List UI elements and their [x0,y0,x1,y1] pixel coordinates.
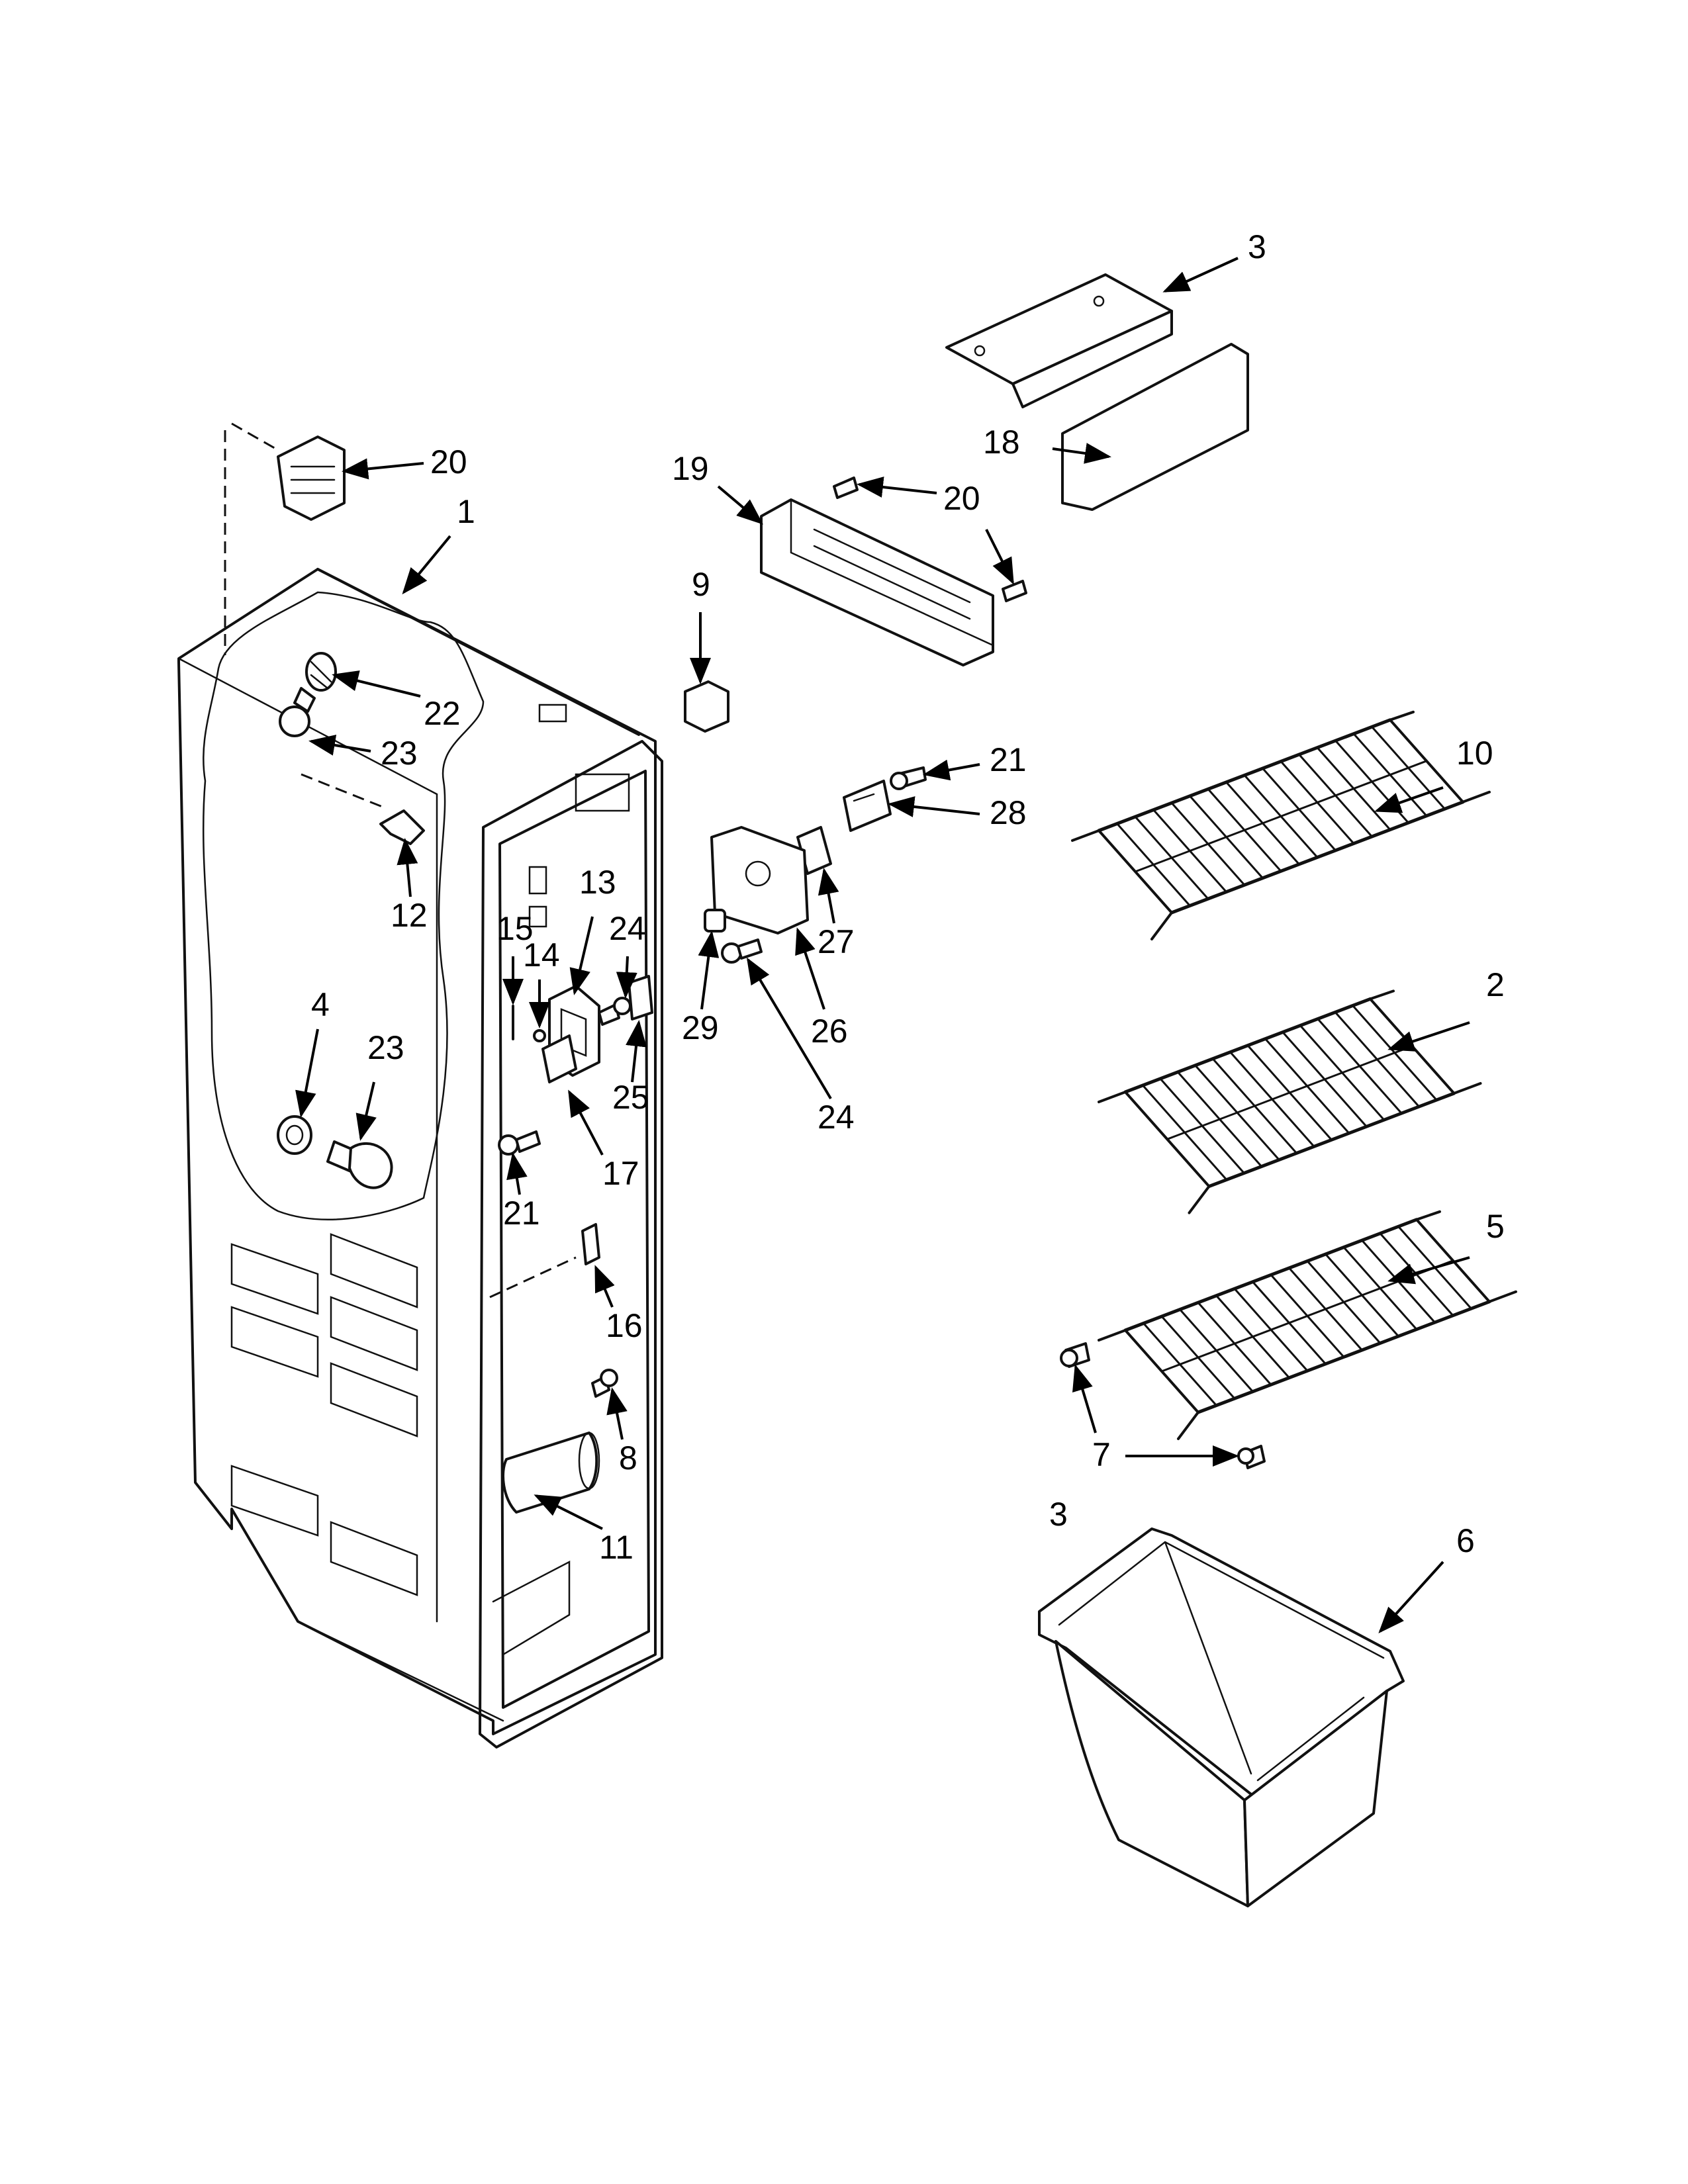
callout-13: 13 [579,864,616,901]
wire-shelf-part-10 [1071,710,1491,940]
callout-1: 1 [457,493,475,530]
light-socket-part-22 [305,652,337,692]
callout-24-left: 24 [609,910,646,947]
screw-part-21-right [890,766,927,790]
screw-part-20-lower [1002,580,1027,602]
hinge-part-3 [945,273,1173,408]
callout-23-upper: 23 [381,735,418,772]
callout-19: 19 [672,450,709,487]
bulb-part-23-upper [279,687,316,737]
wire-shelf-part-2 [1098,989,1482,1214]
board-part-17 [541,1034,577,1083]
cover-part-18 [1061,343,1249,511]
callout-3-bin: 3 [1049,1496,1068,1533]
bracket-part-12 [379,809,425,845]
callout-25: 25 [612,1079,649,1116]
callout-7: 7 [1092,1436,1111,1473]
dashed-guide-16 [489,1256,577,1298]
callout-26: 26 [811,1013,848,1050]
callout-8: 8 [619,1439,637,1477]
screw-part-21-left [498,1130,541,1156]
dashed-guide-20 [231,422,279,451]
bulb-part-23-lower [326,1140,393,1189]
screw-part-24-center [721,938,763,964]
callout-4: 4 [311,986,330,1023]
stud-part-7-right [1237,1445,1266,1469]
rail-housing-part-19 [760,498,994,666]
wire-shelf-part-5 [1098,1210,1517,1440]
callout-23-lower: 23 [367,1029,404,1066]
callout-21-left: 21 [503,1195,540,1232]
callout-17: 17 [602,1155,639,1192]
clip-part-20 [277,435,346,521]
callout-14: 14 [523,936,560,974]
screw-part-20-upper [833,477,859,499]
knob-part-14 [533,1029,546,1042]
callout-21-right: 21 [990,741,1027,778]
leader-lines [295,257,1470,1633]
switch-part-16 [581,1223,600,1265]
callout-15: 15 [496,910,534,947]
callout-27: 27 [818,923,855,960]
callout-6: 6 [1456,1522,1475,1559]
clip-part-9 [684,680,729,733]
callout-22: 22 [424,695,461,732]
callout-3-hinge: 3 [1248,228,1266,265]
screw-part-24-left [598,997,632,1026]
callout-18: 18 [983,424,1020,461]
cabinet-liner [177,568,663,1749]
callout-5: 5 [1486,1208,1505,1245]
capacitor-part-11 [502,1432,600,1514]
callout-11: 11 [599,1529,633,1566]
callout-28: 28 [990,794,1027,831]
board-part-28 [843,780,892,832]
callout-12: 12 [391,897,428,934]
callout-24-center: 24 [818,1099,855,1136]
callout-10: 10 [1456,735,1493,772]
dashed-guide-12 [301,773,385,809]
callout-20-upper-left: 20 [430,443,467,480]
socket-part-4 [277,1115,312,1155]
callout-29: 29 [682,1009,719,1046]
storage-bin-part-6 [1038,1527,1405,1907]
callout-16: 16 [606,1307,643,1344]
stud-part-7-left [1060,1342,1090,1368]
callout-2: 2 [1486,966,1505,1003]
callout-9: 9 [692,566,710,603]
knob-part-29 [704,909,726,933]
callout-20-center: 20 [943,480,980,517]
clip-part-25 [628,975,653,1021]
callout-labels: 3 18 19 20 20 1 22 23 9 21 28 10 12 13 1… [311,228,1505,1566]
